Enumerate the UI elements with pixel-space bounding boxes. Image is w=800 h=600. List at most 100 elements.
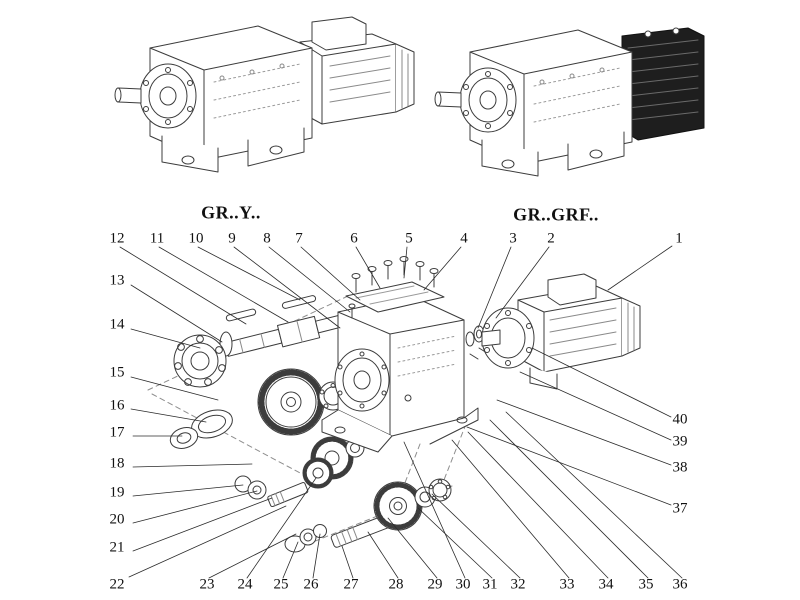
intermediate-gear — [310, 436, 365, 480]
callout-1: 1 — [675, 230, 683, 247]
leader-line-14 — [130, 328, 201, 349]
large-gear — [257, 368, 325, 436]
leader-line-18 — [132, 463, 253, 468]
leader-line-11 — [158, 246, 289, 323]
callout-37: 37 — [672, 500, 688, 517]
callout-31: 31 — [482, 576, 498, 593]
callout-13: 13 — [109, 272, 125, 289]
callout-8: 8 — [263, 230, 271, 247]
callout-38: 38 — [672, 459, 688, 476]
callout-19: 19 — [109, 484, 125, 501]
callout-36: 36 — [672, 576, 688, 593]
callout-35: 35 — [638, 576, 654, 593]
assembled-unit-gr-y — [114, 16, 415, 173]
leader-line-12 — [119, 246, 247, 325]
leader-line-6 — [355, 246, 381, 289]
callout-2: 2 — [547, 230, 555, 247]
leader-line-23 — [208, 533, 297, 579]
callout-11: 11 — [149, 230, 165, 247]
callout-23: 23 — [199, 576, 215, 593]
leader-line-25 — [282, 541, 299, 579]
variant-label-gr-grf: GR..GRF.. — [513, 204, 599, 225]
housing-cover-and-bolts — [345, 256, 445, 319]
callout-17: 17 — [109, 424, 125, 441]
washer — [247, 480, 267, 500]
callout-16: 16 — [109, 397, 125, 414]
leader-line-34 — [467, 431, 609, 579]
leader-line-40 — [531, 347, 672, 418]
leader-line-8 — [268, 246, 351, 313]
callout-6: 6 — [350, 230, 358, 247]
leader-line-37 — [466, 426, 672, 506]
terminal-box — [311, 16, 367, 51]
leader-line-7 — [300, 246, 361, 301]
leader-line-2 — [495, 246, 550, 319]
callout-15: 15 — [109, 364, 125, 381]
leader-line-38 — [496, 399, 672, 466]
callout-18: 18 — [109, 455, 125, 472]
callout-33: 33 — [559, 576, 575, 593]
callout-20: 20 — [109, 511, 125, 528]
leader-line-24 — [246, 477, 317, 579]
leader-line-10 — [197, 246, 301, 301]
callout-14: 14 — [109, 316, 125, 333]
callout-27: 27 — [343, 576, 359, 593]
leader-line-4 — [423, 246, 462, 291]
callout-24: 24 — [237, 576, 253, 593]
output-shaft-assembly — [219, 295, 345, 357]
leader-line-13 — [130, 284, 223, 343]
small-pinion-cluster — [234, 457, 334, 508]
terminal-box — [547, 273, 597, 306]
callout-5: 5 — [405, 230, 413, 247]
fan-cowl — [395, 43, 415, 113]
leader-lines — [119, 245, 683, 579]
leader-line-16 — [130, 408, 207, 423]
leader-line-27 — [341, 545, 354, 579]
callout-25: 25 — [273, 576, 289, 593]
callout-30: 30 — [455, 576, 471, 593]
leader-line-26 — [312, 533, 321, 579]
leader-line-35 — [489, 419, 649, 579]
callout-32: 32 — [510, 576, 526, 593]
leader-line-39 — [519, 371, 672, 441]
leader-line-21 — [132, 497, 273, 552]
callout-22: 22 — [109, 576, 125, 593]
leader-line-31 — [417, 507, 493, 579]
callout-9: 9 — [228, 230, 236, 247]
oil-seal-and-bearing — [169, 409, 233, 449]
leader-line-1 — [607, 245, 673, 291]
leader-line-20 — [132, 490, 258, 524]
leader-line-29 — [387, 517, 438, 579]
callout-29: 29 — [427, 576, 443, 593]
callout-4: 4 — [460, 230, 468, 247]
callout-40: 40 — [672, 411, 688, 428]
output-bearing-and-rings — [173, 334, 227, 388]
leader-line-9 — [233, 246, 341, 329]
variant-label-gr-y: GR..Y.. — [201, 202, 261, 223]
leader-line-33 — [451, 439, 570, 579]
leader-line-5 — [403, 246, 408, 279]
callout-12: 12 — [109, 230, 125, 247]
gear-housing — [321, 295, 479, 453]
callout-3: 3 — [509, 230, 517, 247]
motor — [481, 273, 641, 390]
leader-line-36 — [505, 411, 683, 579]
callout-39: 39 — [672, 433, 688, 450]
callout-34: 34 — [598, 576, 614, 593]
leader-line-22 — [128, 505, 287, 578]
leader-line-32 — [431, 493, 521, 579]
input-cover-dark — [621, 27, 705, 141]
callout-10: 10 — [188, 230, 204, 247]
leader-line-28 — [367, 531, 399, 579]
assembled-unit-gr-grf — [434, 27, 705, 177]
shaft-key — [225, 308, 257, 322]
callout-26: 26 — [303, 576, 319, 593]
motor-shaft — [481, 329, 501, 347]
leader-line-15 — [130, 376, 219, 401]
leader-line-30 — [403, 441, 466, 579]
leader-line-3 — [477, 246, 512, 329]
callout-21: 21 — [109, 539, 125, 556]
leader-line-19 — [132, 484, 244, 497]
